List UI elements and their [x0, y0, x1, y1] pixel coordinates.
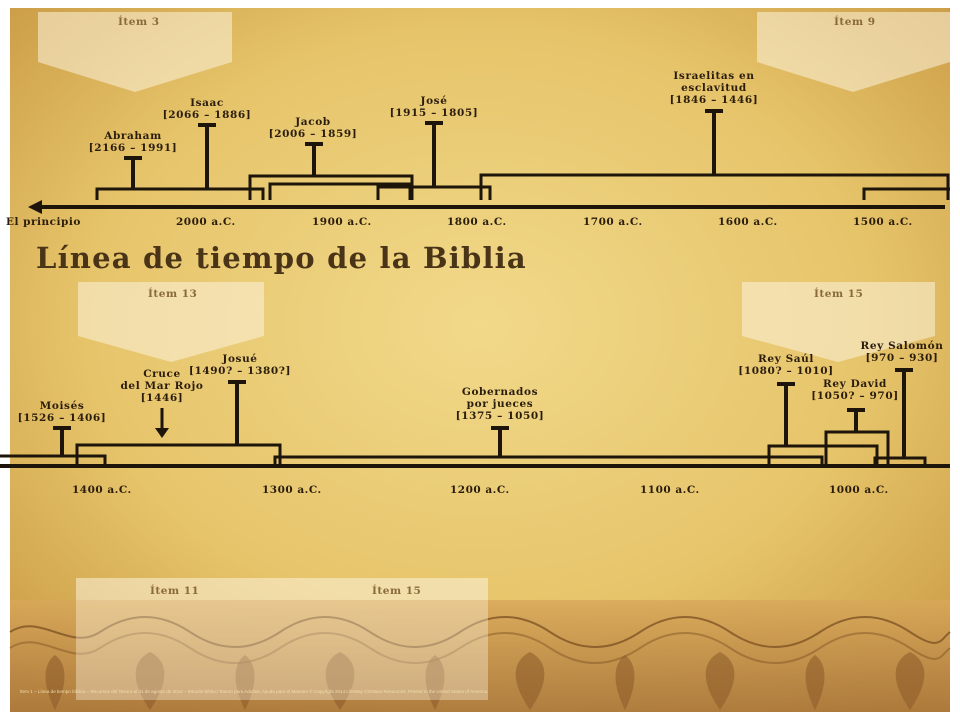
item-tab-top-right [757, 12, 950, 92]
tick-1000: 1000 a.C. [829, 484, 889, 496]
frieze-palmettes [45, 652, 925, 710]
moises-span [0, 454, 107, 466]
saul-span [767, 444, 879, 466]
frieze-tab-overlay [76, 600, 488, 700]
event-salomon-dates: [970 – 930] [866, 352, 939, 364]
event-jueces-line2: por jueces [467, 398, 534, 410]
frieze-band [10, 600, 950, 712]
event-esclavitud-line1: Israelitas en [673, 70, 754, 82]
event-jacob-name: Jacob [294, 116, 331, 128]
item-tab-mid-right [742, 282, 935, 362]
frieze-ornament [9, 616, 951, 664]
event-moises-dates: [1526 – 1406] [18, 412, 107, 424]
event-moises-name: Moisés [40, 400, 85, 412]
cruce-arrowhead [155, 428, 169, 438]
item-label-top-left: Ítem 3 [118, 14, 160, 28]
item-label-mid-right: Ítem 15 [814, 286, 863, 300]
event-esclavitud-dates: [1846 – 1446] [670, 94, 759, 106]
span-right-edge [862, 187, 950, 200]
event-abraham-name: Abraham [103, 130, 162, 142]
event-jueces-dates: [1375 – 1050] [456, 410, 545, 422]
event-saul-name: Rey Saúl [758, 353, 814, 365]
event-salomon-name: Rey Salomón [861, 340, 944, 352]
jacob-span [268, 182, 412, 200]
tick-1900: 1900 a.C. [312, 216, 372, 228]
item-label-bottom-center: Ítem 15 [372, 583, 421, 597]
footer-credits: Ítem 1 – Línea de tiempo bíblica – Recur… [20, 688, 488, 694]
event-josue-dates: [1490? – 1380?] [189, 365, 291, 377]
event-abraham-dates: [2166 – 1991] [89, 142, 178, 154]
tick-el-principio: El principio [6, 216, 81, 228]
event-david-dates: [1050? – 970] [811, 390, 899, 402]
item-tab-top-left [38, 12, 232, 92]
bottom-timeline [0, 368, 950, 468]
tick-1600: 1600 a.C. [718, 216, 778, 228]
tick-1300: 1300 a.C. [262, 484, 322, 496]
event-isaac-dates: [2066 – 1886] [163, 109, 252, 121]
event-jose-name: José [420, 95, 448, 107]
event-jueces-line1: Gobernados [462, 386, 538, 398]
event-cruce-dates: [1446] [141, 392, 184, 404]
tick-1500: 1500 a.C. [853, 216, 913, 228]
tick-1100: 1100 a.C. [640, 484, 700, 496]
item-tab-mid-left [78, 282, 264, 362]
event-isaac-name: Isaac [190, 97, 224, 109]
abraham-span [95, 187, 265, 200]
event-josue-name: Josué [221, 353, 257, 365]
top-timeline [40, 109, 950, 209]
event-david-name: Rey David [823, 378, 887, 390]
item-label-bottom-left: Ítem 11 [150, 583, 199, 597]
page-title: Línea de tiempo de la Biblia [36, 241, 527, 275]
jueces-span [273, 455, 824, 466]
tick-1800: 1800 a.C. [447, 216, 507, 228]
tick-1400: 1400 a.C. [72, 484, 132, 496]
tick-1200: 1200 a.C. [450, 484, 510, 496]
event-cruce-line1: Cruce [143, 368, 181, 380]
item-label-mid-left: Ítem 13 [148, 286, 197, 300]
event-esclavitud-line2: esclavitud [681, 82, 747, 94]
top-axis-arrowhead [28, 200, 42, 214]
item-label-top-right: Ítem 9 [834, 14, 876, 28]
tick-1700: 1700 a.C. [583, 216, 643, 228]
event-jose-dates: [1915 – 1805] [390, 107, 479, 119]
event-saul-dates: [1080? – 1010] [738, 365, 834, 377]
event-cruce-line2: del Mar Rojo [120, 380, 203, 392]
event-jacob-dates: [2006 – 1859] [269, 128, 358, 140]
tick-2000: 2000 a.C. [176, 216, 236, 228]
salomon-span [873, 456, 927, 466]
